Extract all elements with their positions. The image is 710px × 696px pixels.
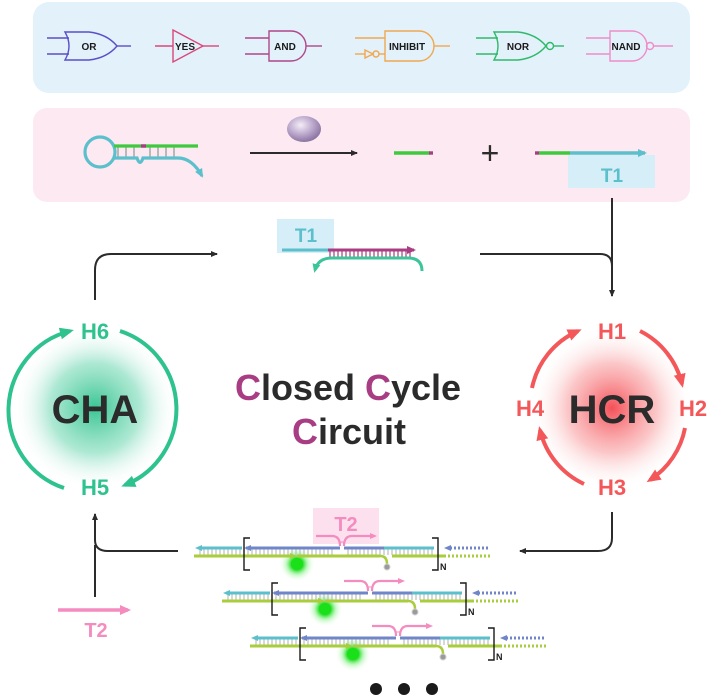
- t2-input-label: T2: [84, 620, 107, 642]
- center-title-line1: Closed Cycle: [235, 367, 461, 408]
- hcr-arc-3: [536, 426, 585, 486]
- t1-complex-label: T1: [295, 226, 318, 247]
- center-title-line2: Circuit: [292, 411, 406, 452]
- gate-label-yes: YES: [175, 42, 195, 53]
- title-accent-c3: C: [292, 411, 318, 452]
- repeat-count-n: N: [468, 607, 475, 617]
- bracket-right: [460, 582, 467, 616]
- title-text-ycle: ycle: [391, 367, 461, 408]
- arrow-polymer-to-cha: [92, 513, 178, 552]
- fluorophore: [319, 603, 331, 615]
- gate-label-and: AND: [274, 42, 296, 53]
- logic-gates-row: OR YES AND INHIBIT NOR NAND: [47, 28, 673, 64]
- enzyme-sphere: [287, 116, 321, 142]
- t2-polymer-label: T2: [334, 514, 357, 536]
- title-text-losed: losed: [261, 367, 365, 408]
- bracket-left: [271, 582, 278, 616]
- bracket-right: [488, 627, 495, 661]
- repeat-count-n: N: [440, 562, 447, 572]
- hcr-label-h1: H1: [598, 319, 626, 344]
- hcr-module: HCR H1 H2 H3 H4: [516, 319, 707, 500]
- bracket-left: [243, 537, 250, 571]
- plus-sign: +: [481, 135, 500, 171]
- polymer-row: N: [194, 533, 490, 582]
- hcr-title: HCR: [569, 388, 656, 432]
- ellipsis-dots: [370, 683, 438, 695]
- fluorophore: [347, 648, 359, 660]
- t1-label-box: [568, 155, 655, 188]
- reaction-panel: [33, 108, 690, 202]
- cha-title: CHA: [52, 388, 139, 432]
- repeat-count-n: N: [496, 652, 503, 662]
- gate-label-inhibit: INHIBIT: [389, 42, 425, 53]
- hcr-label-h2: H2: [679, 396, 707, 421]
- t1-h5-complex: [282, 246, 424, 273]
- gate-yes: YES: [155, 28, 219, 64]
- cha-label-h6: H6: [81, 319, 109, 344]
- gate-and: AND: [245, 30, 322, 62]
- t1-product-label: T1: [601, 166, 624, 187]
- gate-label-or: OR: [82, 42, 98, 53]
- gate-label-nand: NAND: [612, 42, 641, 53]
- quencher: [439, 653, 447, 661]
- title-accent-c2: C: [365, 367, 391, 408]
- gate-nand: NAND: [586, 30, 673, 62]
- hcr-label-h3: H3: [598, 475, 626, 500]
- hcr-arc-1: [639, 329, 686, 388]
- cha-arc-left: [6, 327, 74, 490]
- arrow-hcr-to-polymer: [519, 512, 613, 554]
- hcr-label-h4: H4: [516, 396, 545, 421]
- polymer-row: N: [222, 578, 518, 627]
- hcr-polymer-stack: N N N: [194, 533, 546, 672]
- gate-or: OR: [47, 31, 131, 61]
- t1-complex-label-box: [277, 219, 334, 253]
- gate-label-nor: NOR: [507, 42, 530, 53]
- cha-module: CHA H6 H5: [6, 319, 179, 500]
- hcr-arc-2: [646, 427, 687, 483]
- polymer-row: N: [250, 623, 546, 672]
- title-text-ircuit: ircuit: [318, 411, 406, 452]
- bracket-left: [299, 627, 306, 661]
- quencher: [383, 563, 391, 571]
- logic-gates-panel: [33, 2, 690, 93]
- cha-label-h5: H5: [81, 475, 109, 500]
- hcr-arc-4: [530, 329, 582, 389]
- cha-arc-right: [119, 329, 179, 487]
- bracket-right: [432, 537, 439, 571]
- title-accent-c1: C: [235, 367, 261, 408]
- arrow-cha-to-complex: [94, 251, 218, 300]
- fluorophore: [291, 558, 303, 570]
- quencher: [411, 608, 419, 616]
- hairpin-probe: [83, 135, 204, 178]
- arrow-complex-to-hcr: [480, 253, 613, 267]
- gate-inhibit: INHIBIT: [355, 30, 450, 62]
- gate-nor: NOR: [476, 31, 564, 61]
